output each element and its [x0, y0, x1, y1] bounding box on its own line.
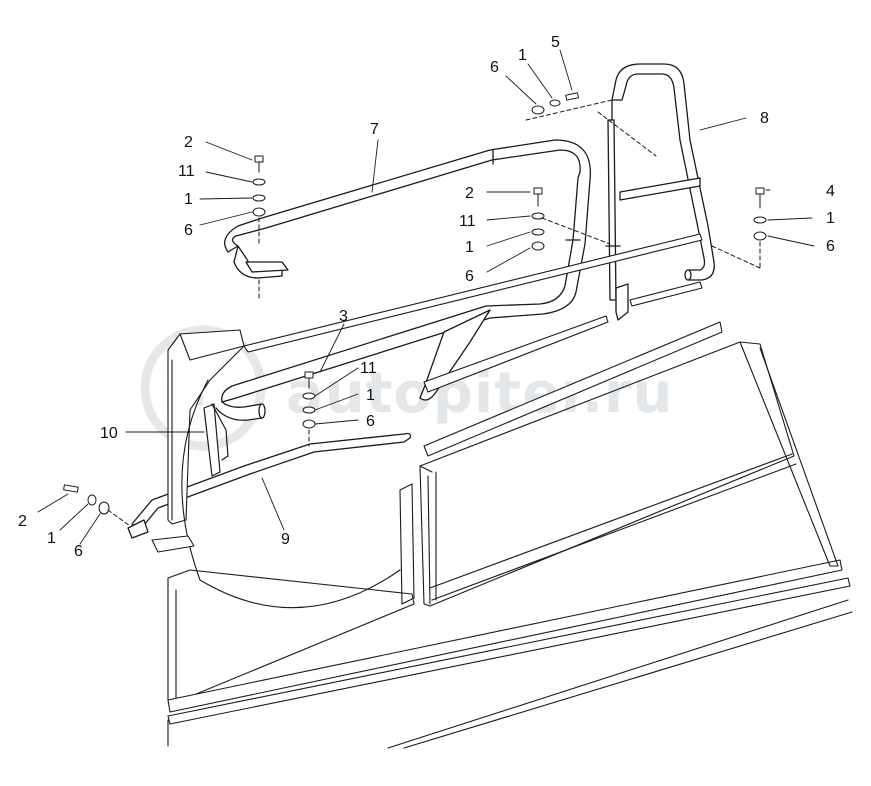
bolt-stack-top — [525, 92, 657, 157]
nut — [531, 241, 545, 251]
callout-10: 10 — [100, 425, 118, 442]
callout-6: 6 — [74, 543, 83, 560]
callout-7: 7 — [370, 121, 379, 138]
bolt-stack-right — [711, 187, 767, 269]
callout-5: 5 — [551, 34, 560, 51]
callout-6: 6 — [826, 238, 835, 255]
washer — [302, 392, 316, 400]
nut — [753, 231, 767, 241]
bolt-stack-lower-left — [63, 484, 131, 527]
lock-washer — [252, 194, 266, 202]
fasteners — [63, 92, 767, 527]
callout-1: 1 — [518, 47, 527, 64]
callout-2: 2 — [184, 134, 193, 151]
bolt-head — [304, 371, 314, 379]
side-frame — [151, 233, 853, 749]
washer — [531, 212, 545, 220]
lock-washer — [302, 406, 316, 414]
callout-6: 6 — [366, 413, 375, 430]
lock-washer — [531, 228, 545, 236]
callout-9: 9 — [281, 531, 290, 548]
callout-2: 2 — [18, 513, 27, 530]
callout-labels: 7 8 6 1 5 2 11 1 6 2 11 1 6 4 1 6 3 11 1… — [18, 34, 835, 560]
callout-4: 4 — [826, 183, 835, 200]
bolt-stack-left — [252, 155, 266, 301]
lock-washer — [87, 494, 97, 506]
bolt-head — [533, 187, 543, 195]
callout-6: 6 — [490, 59, 499, 76]
nut — [252, 207, 266, 217]
bolt-head — [755, 187, 765, 195]
part-9-brace — [127, 432, 412, 539]
bolt-head — [254, 155, 264, 163]
callout-1: 1 — [366, 387, 375, 404]
callout-11: 11 — [459, 213, 476, 230]
callout-6: 6 — [465, 268, 474, 285]
nut — [302, 419, 316, 429]
callout-3: 3 — [339, 308, 348, 325]
callout-1: 1 — [47, 530, 56, 547]
callout-1: 1 — [465, 239, 474, 256]
washer — [252, 178, 266, 186]
leader-lines — [37, 49, 815, 545]
part-10-bracket — [203, 403, 229, 477]
part-8-handrail — [605, 63, 715, 321]
callout-11: 11 — [178, 163, 195, 180]
nut — [531, 105, 545, 115]
callout-6: 6 — [184, 222, 193, 239]
bolt — [565, 92, 579, 101]
callout-2: 2 — [465, 185, 474, 202]
lock-washer — [549, 99, 561, 107]
bolt-stack-part3 — [302, 371, 316, 447]
bolt-stack-middle — [531, 187, 611, 251]
nut — [98, 501, 110, 515]
washer — [753, 216, 767, 224]
callout-1: 1 — [826, 210, 835, 227]
callout-8: 8 — [760, 110, 769, 127]
callout-1: 1 — [184, 191, 193, 208]
callout-11: 11 — [360, 360, 377, 377]
bolt — [63, 484, 79, 493]
